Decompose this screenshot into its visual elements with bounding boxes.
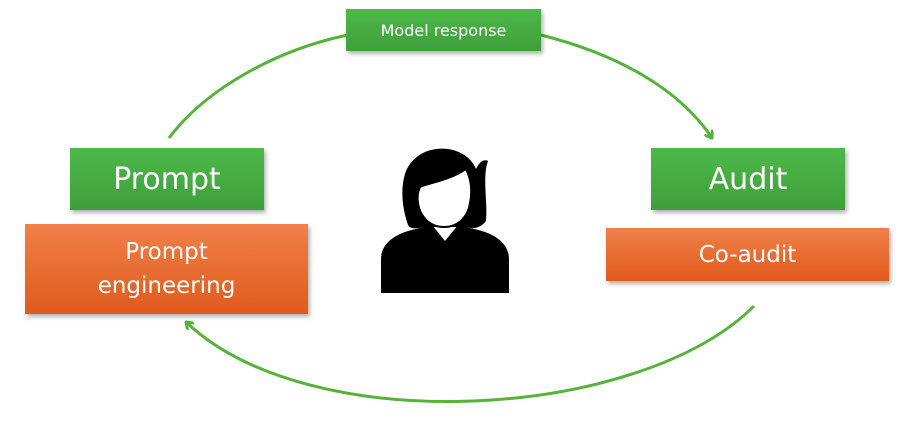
person-icon: [381, 148, 509, 293]
model-response-label: Model response: [380, 20, 507, 40]
arrow-model-to-audit: [540, 33, 712, 138]
prompt-label: Prompt: [113, 161, 221, 197]
prompt-engineering-box: Prompt engineering: [25, 224, 308, 314]
prompt-engineering-label-line1: Prompt: [125, 239, 208, 265]
arrow-prompt-to-model: [167, 33, 349, 139]
co-audit-label: Co-audit: [698, 241, 797, 268]
arrow-audit-to-prompt: [186, 304, 756, 404]
prompt-box: Prompt: [70, 148, 264, 210]
audit-label: Audit: [708, 161, 788, 197]
audit-box: Audit: [651, 148, 845, 210]
prompt-engineering-label-line2: engineering: [97, 273, 236, 299]
co-audit-box: Co-audit: [606, 228, 889, 281]
model-response-box: Model response: [346, 9, 541, 51]
